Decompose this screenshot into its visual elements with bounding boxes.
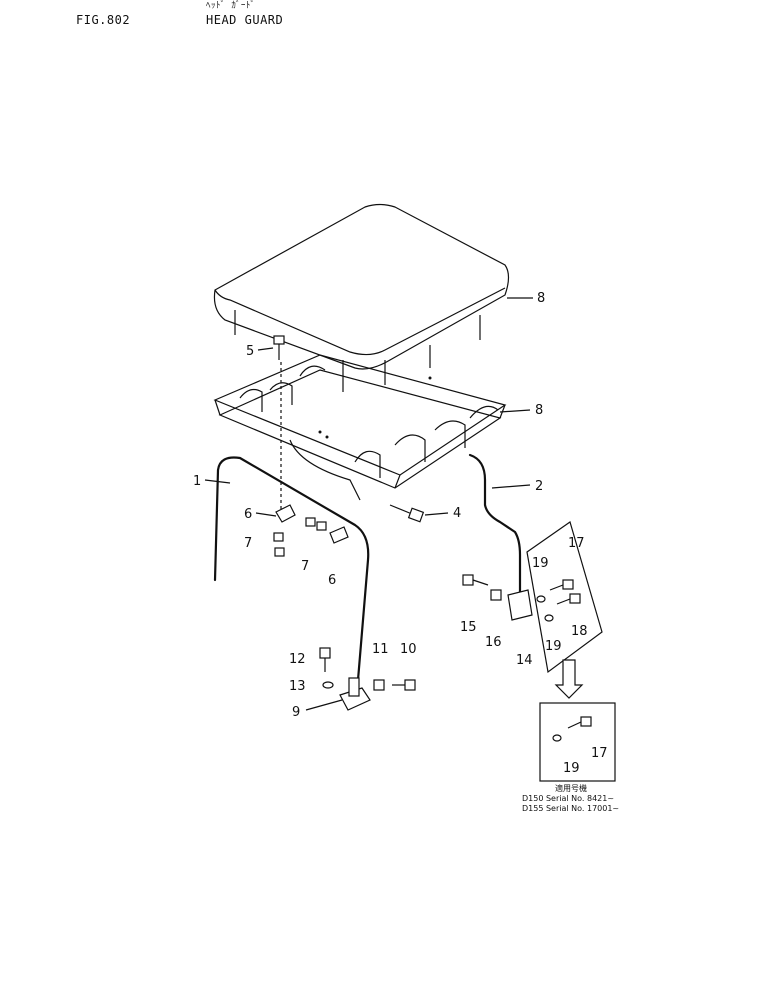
callout-4: 4 (453, 506, 461, 521)
callout-2: 2 (535, 479, 543, 494)
bolt-5 (273, 335, 285, 510)
guard-frame (213, 354, 507, 501)
callout-19: 19 (563, 761, 580, 776)
serial-line-1: D150 Serial No. 8421~ (522, 794, 614, 803)
leader-lines (204, 297, 533, 711)
callout-5: 5 (246, 344, 254, 359)
clamp-and-nuts (273, 504, 349, 557)
callout-14: 14 (516, 653, 533, 668)
callout-10: 10 (400, 642, 417, 657)
callout-16: 16 (485, 635, 502, 650)
callout-19: 19 (532, 556, 549, 571)
callout-1: 1 (193, 474, 201, 489)
figure-title: HEAD GUARD (206, 13, 284, 27)
callout-18: 18 (571, 624, 588, 639)
bolt-4 (389, 504, 425, 523)
right-tube (468, 453, 522, 602)
callout-17: 17 (591, 746, 608, 761)
canopy-cover (213, 203, 510, 392)
serial-line-2: D155 Serial No. 17001~ (522, 804, 619, 813)
callout-19: 19 (545, 639, 562, 654)
callout-labels: 1 2 8 4 5 6 6 7 7 8 9 10 11 12 13 14 15 … (193, 291, 608, 776)
revision-arrow (554, 659, 584, 699)
base-bracket (319, 647, 416, 711)
callout-7: 7 (301, 559, 309, 574)
japanese-title: ﾍｯﾄﾞ ｶﾞｰﾄﾞ (206, 1, 256, 11)
figure-number: FIG.802 (76, 13, 131, 27)
callout-3: 8 (535, 403, 543, 418)
applicable-label: 適用号機 (555, 783, 587, 793)
callout-17: 17 (568, 536, 585, 551)
callout-7: 7 (244, 536, 252, 551)
callout-6: 6 (244, 507, 252, 522)
callout-15: 15 (460, 620, 477, 635)
revision-inset-box (539, 702, 616, 782)
callout-6: 6 (328, 573, 336, 588)
callout-12: 12 (289, 652, 306, 667)
left-tube (213, 456, 370, 682)
serial-notes: 適用号機 D150 Serial No. 8421~ D155 Serial N… (522, 783, 619, 813)
callout-13: 13 (289, 679, 306, 694)
side-bracket-assembly (462, 521, 603, 674)
callout-11: 11 (372, 642, 389, 657)
callout-9: 9 (292, 705, 300, 720)
callout-8: 8 (537, 291, 545, 306)
